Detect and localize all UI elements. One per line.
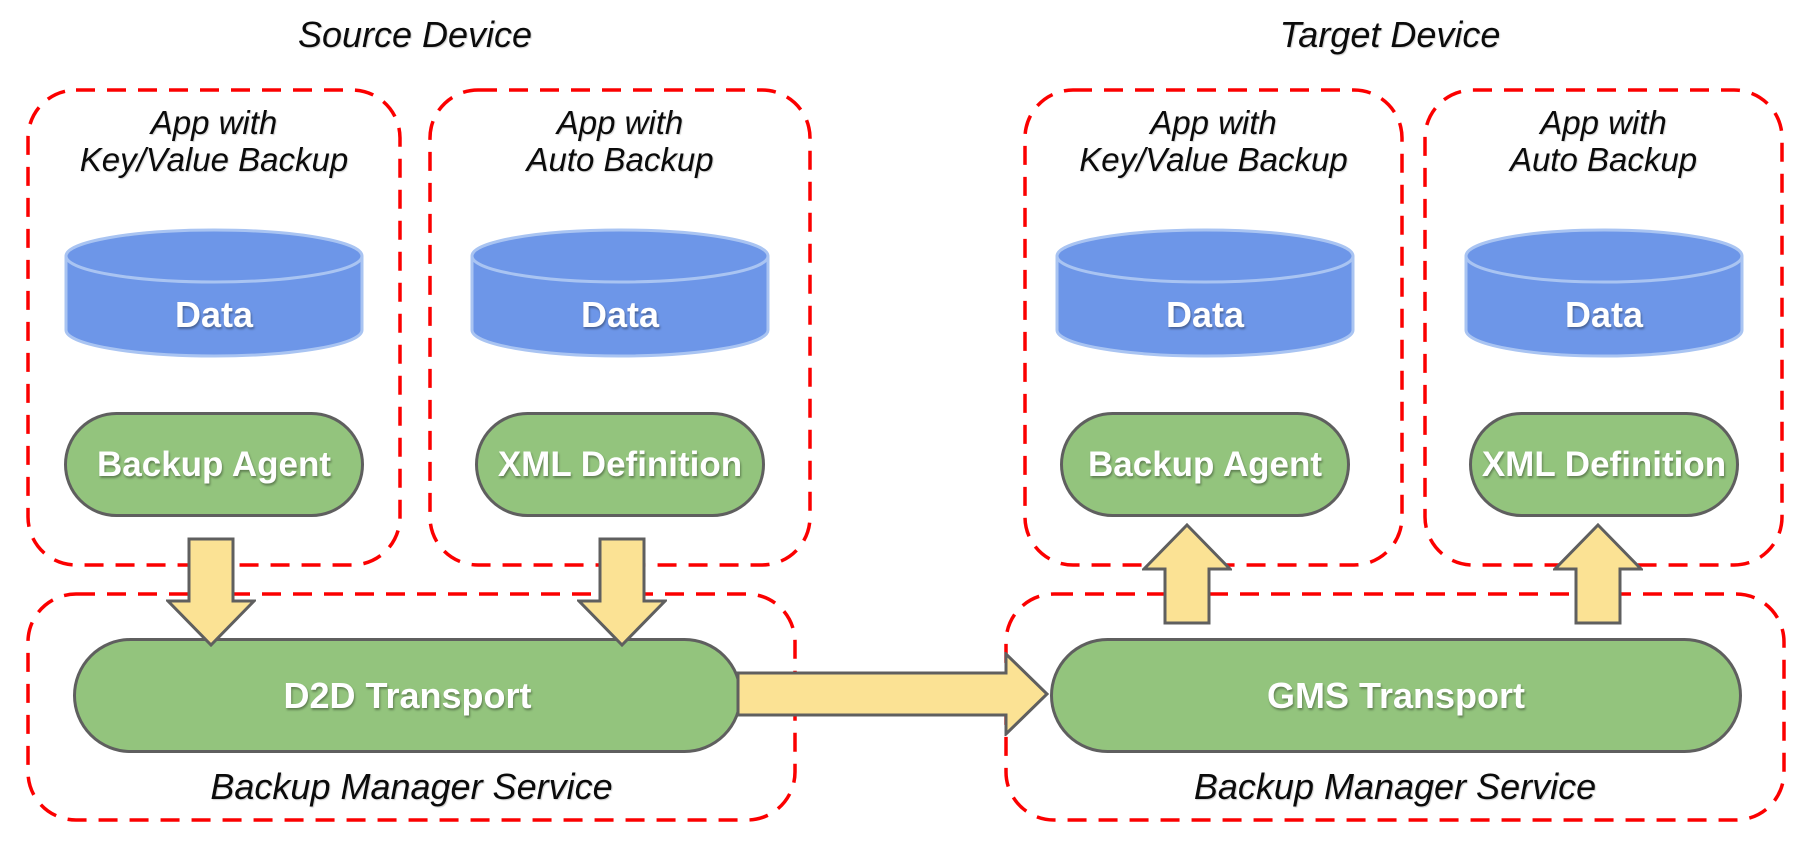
- up-arrow-icon: [1553, 523, 1643, 625]
- app-label-line2: Key/Value Backup: [79, 141, 349, 178]
- source-keyvalue-data-cylinder: Data: [64, 228, 364, 358]
- source-autobackup-data-cylinder: Data: [470, 228, 770, 358]
- d2d-transport-pill: D2D Transport: [73, 638, 742, 753]
- data-store-label: Data: [580, 294, 660, 335]
- app-label-line2: Auto Backup: [1509, 141, 1698, 178]
- down-arrow-icon: [166, 537, 256, 647]
- target-autobackup-app-label: App with Auto Backup: [1425, 104, 1782, 178]
- cylinder-icon: [1464, 228, 1744, 358]
- target-backup-manager-label: Backup Manager Service: [1193, 766, 1597, 807]
- target-keyvalue-data-cylinder: Data: [1055, 228, 1355, 358]
- down-arrow-icon: [577, 537, 667, 647]
- cylinder-icon: [64, 228, 364, 358]
- target-autobackup-app-box: [1423, 88, 1784, 567]
- target-xml-definition-pill: XML Definition: [1469, 412, 1739, 517]
- source-autobackup-app-label: App with Auto Backup: [430, 104, 810, 178]
- data-store-label: Data: [1165, 294, 1245, 335]
- source-backup-agent-pill: Backup Agent: [64, 412, 364, 517]
- app-label-line1: App with: [556, 104, 684, 141]
- app-label-line1: App with: [1540, 104, 1667, 141]
- cylinder-icon: [1055, 228, 1355, 358]
- data-store-label: Data: [1564, 294, 1644, 335]
- gms-transport-pill: GMS Transport: [1050, 638, 1742, 753]
- source-keyvalue-app-label: App with Key/Value Backup: [28, 104, 400, 178]
- source-autobackup-app-box: [428, 88, 812, 567]
- right-arrow-icon: [736, 652, 1050, 736]
- app-label-line1: App with: [1150, 104, 1277, 141]
- target-device-title: Target Device: [1279, 14, 1501, 55]
- target-autobackup-data-cylinder: Data: [1464, 228, 1744, 358]
- data-store-label: Data: [174, 294, 254, 335]
- target-keyvalue-app-label: App with Key/Value Backup: [1025, 104, 1402, 178]
- target-backup-agent-pill: Backup Agent: [1060, 412, 1350, 517]
- cylinder-icon: [470, 228, 770, 358]
- source-backup-manager-label: Backup Manager Service: [210, 766, 613, 807]
- up-arrow-icon: [1142, 523, 1232, 625]
- app-label-line1: App with: [150, 104, 278, 141]
- app-label-line2: Key/Value Backup: [1079, 141, 1348, 178]
- source-xml-definition-pill: XML Definition: [475, 412, 765, 517]
- source-device-title: Source Device: [297, 14, 533, 55]
- app-label-line2: Auto Backup: [526, 141, 714, 178]
- target-keyvalue-app-box: [1023, 88, 1404, 567]
